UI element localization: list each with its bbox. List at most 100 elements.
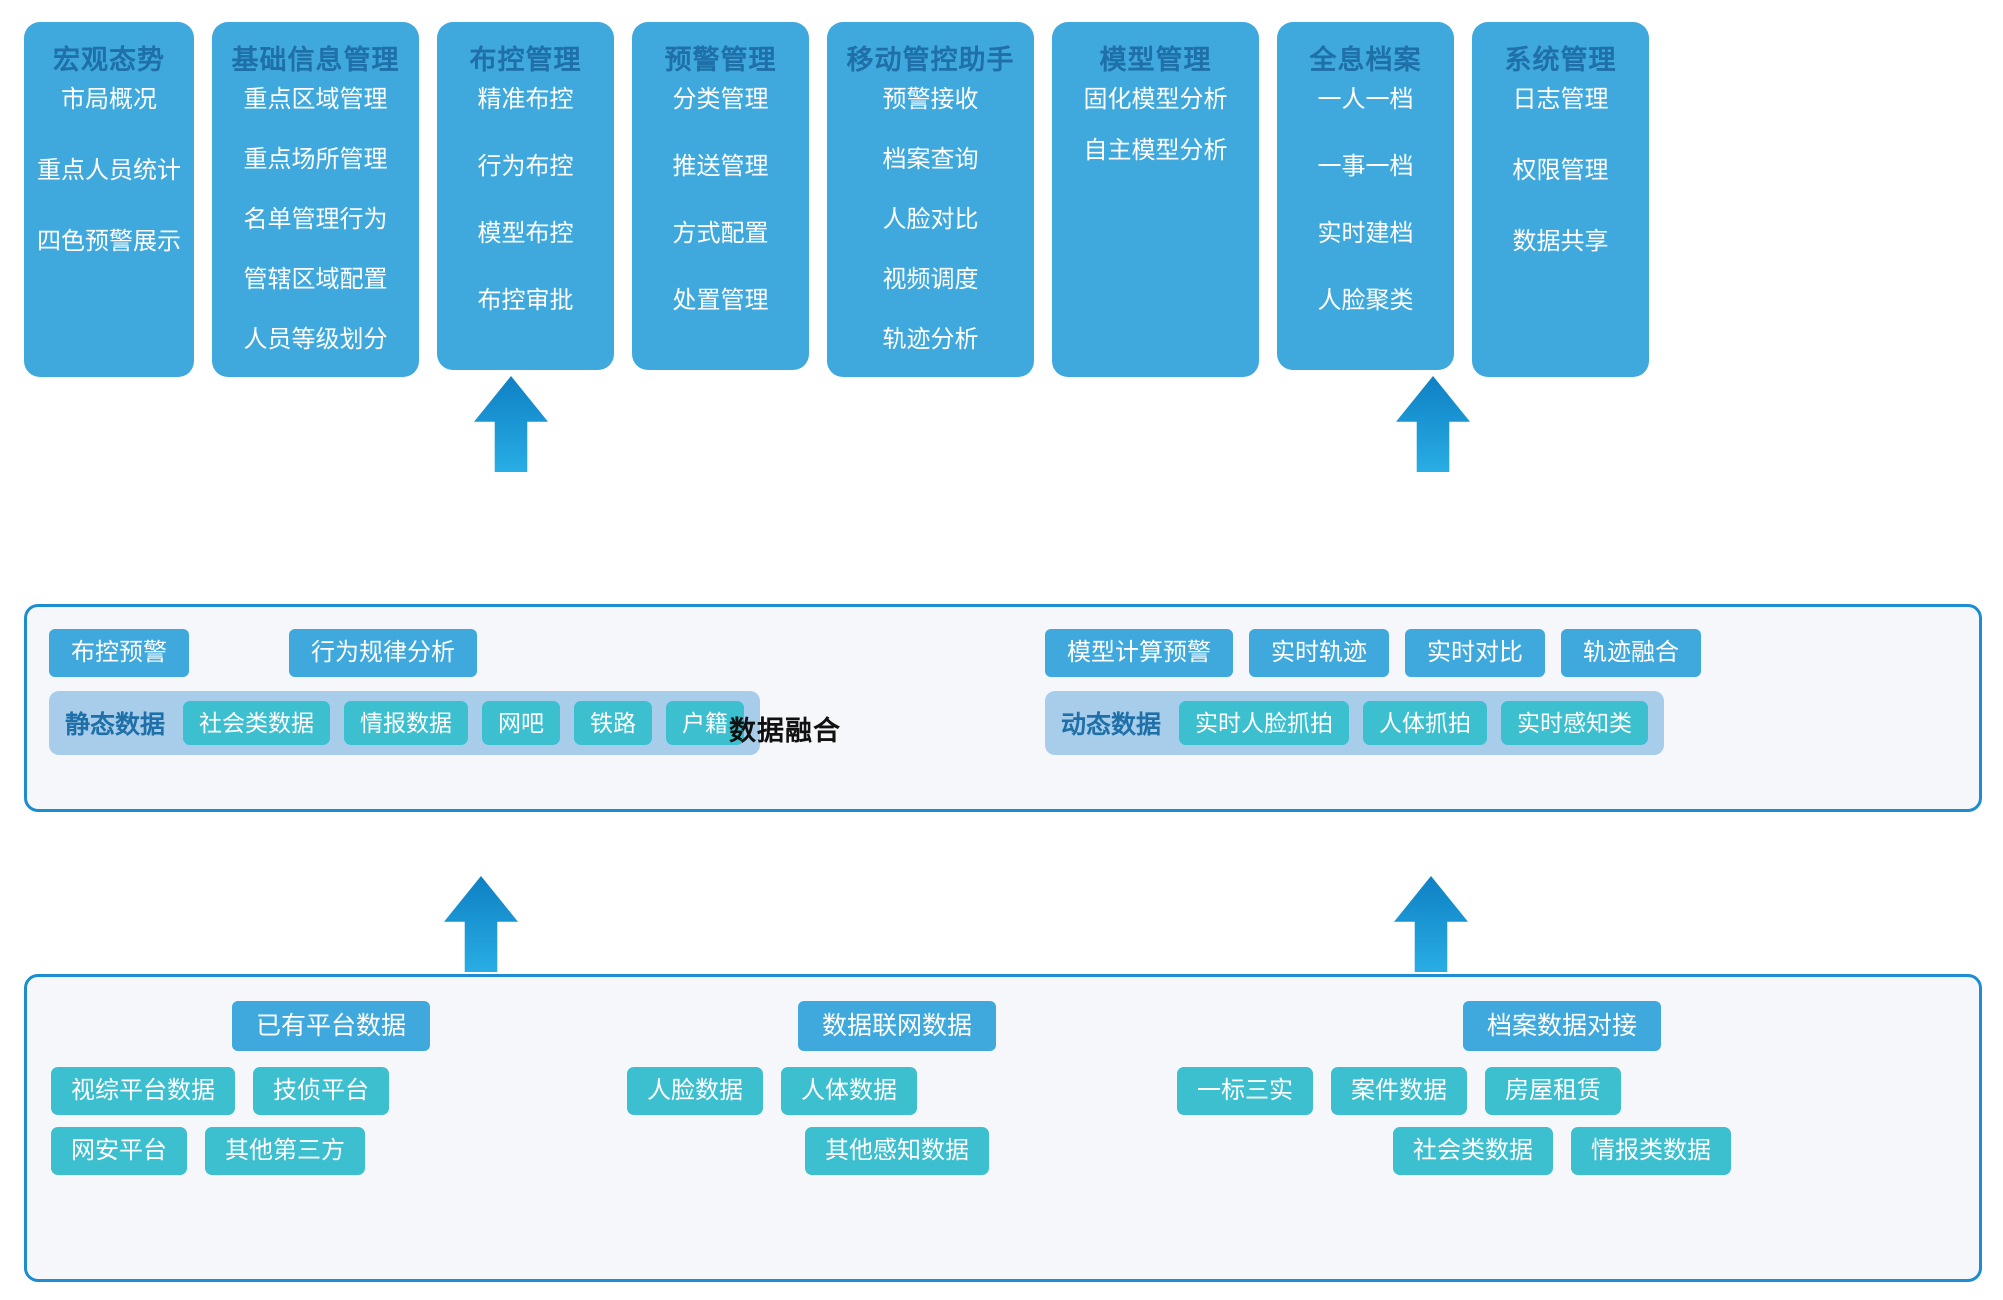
- app-menu-item[interactable]: 重点区域管理: [243, 86, 388, 114]
- source-group-header-wrap: 档案数据对接: [1177, 1001, 1947, 1051]
- app-menu-item[interactable]: 精准布控: [477, 86, 574, 114]
- arrow-up-to-fusion-right: [1394, 876, 1468, 972]
- app-column-items: 预警接收档案查询人脸对比视频调度轨迹分析: [837, 82, 1024, 359]
- arrow-shape: [1396, 376, 1470, 472]
- app-menu-item[interactable]: 自主模型分析: [1083, 137, 1228, 165]
- static-data-chip[interactable]: 网吧: [482, 701, 561, 745]
- fusion-function-chip[interactable]: 模型计算预警: [1045, 629, 1233, 677]
- app-column-items: 精准布控行为布控模型布控布控审批: [447, 82, 604, 352]
- source-chip[interactable]: 网安平台: [51, 1127, 187, 1175]
- fusion-function-chip[interactable]: 行为规律分析: [289, 629, 477, 677]
- app-column-title: 移动管控助手: [846, 45, 1015, 75]
- source-group-1: 数据联网数据人脸数据人体数据其他感知数据: [627, 1001, 1167, 1187]
- app-menu-item[interactable]: 人脸聚类: [1317, 286, 1414, 314]
- app-column-1[interactable]: 基础信息管理重点区域管理重点场所管理名单管理行为管辖区域配置人员等级划分: [212, 22, 419, 377]
- fusion-platform-panel: 布控预警行为规律分析 静态数据 社会类数据情报数据网吧铁路户籍 模型计算预警实时…: [24, 604, 1982, 812]
- source-chip[interactable]: 案件数据: [1331, 1067, 1467, 1115]
- app-column-0[interactable]: 宏观态势市局概况重点人员统计四色预警展示: [24, 22, 194, 377]
- app-menu-item[interactable]: 重点场所管理: [243, 146, 388, 174]
- fusion-function-chip[interactable]: 轨迹融合: [1561, 629, 1701, 677]
- app-menu-item[interactable]: 四色预警展示: [37, 227, 181, 255]
- app-column-title: 模型管理: [1099, 45, 1212, 75]
- app-menu-item[interactable]: 模型布控: [477, 219, 574, 247]
- app-menu-item[interactable]: 市局概况: [61, 86, 157, 114]
- app-column-title: 布控管理: [469, 45, 582, 75]
- app-column-2[interactable]: 布控管理精准布控行为布控模型布控布控审批: [437, 22, 614, 370]
- fusion-function-chip[interactable]: 布控预警: [49, 629, 189, 677]
- fusion-function-chip[interactable]: 实时对比: [1405, 629, 1545, 677]
- static-data-chip[interactable]: 户籍: [666, 701, 745, 745]
- arrow-up-to-model: [1396, 376, 1470, 472]
- dynamic-data-band: 动态数据 实时人脸抓拍人体抓拍实时感知类: [1045, 691, 1665, 755]
- dynamic-data-group: 模型计算预警实时轨迹实时对比轨迹融合 动态数据 实时人脸抓拍人体抓拍实时感知类: [1045, 607, 1945, 809]
- app-column-items: 日志管理权限管理数据共享: [1482, 82, 1639, 359]
- application-columns: 宏观态势市局概况重点人员统计四色预警展示基础信息管理重点区域管理重点场所管理名单…: [24, 22, 1984, 377]
- dynamic-function-chip-row: 模型计算预警实时轨迹实时对比轨迹融合: [1045, 629, 1945, 677]
- app-column-items: 固化模型分析自主模型分析: [1062, 82, 1249, 359]
- static-data-group: 布控预警 行为规律分析 静态数据 社会类数据情报数据网吧铁路户籍: [49, 607, 969, 809]
- app-column-title: 预警管理: [664, 45, 777, 75]
- app-menu-item[interactable]: 视频调度: [882, 266, 979, 294]
- source-chip[interactable]: 技侦平台: [253, 1067, 389, 1115]
- source-group-header[interactable]: 档案数据对接: [1462, 1001, 1661, 1051]
- app-column-items: 市局概况重点人员统计四色预警展示: [34, 82, 184, 359]
- app-menu-item[interactable]: 分类管理: [672, 86, 769, 114]
- source-chip[interactable]: 社会类数据: [1393, 1127, 1553, 1175]
- static-data-chip[interactable]: 铁路: [574, 701, 653, 745]
- source-chip[interactable]: 人体数据: [781, 1067, 917, 1115]
- app-column-items: 重点区域管理重点场所管理名单管理行为管辖区域配置人员等级划分: [222, 82, 409, 359]
- static-data-band: 静态数据 社会类数据情报数据网吧铁路户籍: [49, 691, 761, 755]
- app-menu-item[interactable]: 人脸对比: [882, 206, 979, 234]
- app-menu-item[interactable]: 方式配置: [672, 219, 769, 247]
- app-menu-item[interactable]: 处置管理: [672, 286, 769, 314]
- static-data-chip[interactable]: 情报数据: [344, 701, 469, 745]
- dynamic-data-chip[interactable]: 实时人脸抓拍: [1179, 701, 1350, 745]
- source-group-header-wrap: 已有平台数据: [51, 1001, 611, 1051]
- source-chip-row: 网安平台其他第三方: [51, 1127, 611, 1175]
- app-menu-item[interactable]: 行为布控: [477, 153, 574, 181]
- app-menu-item[interactable]: 名单管理行为: [243, 206, 388, 234]
- app-column-3[interactable]: 预警管理分类管理推送管理方式配置处置管理: [632, 22, 809, 370]
- data-source-panel: 已有平台数据视综平台数据技侦平台网安平台其他第三方数据联网数据人脸数据人体数据其…: [24, 974, 1982, 1282]
- source-chip-rows: 一标三实案件数据房屋租赁社会类数据情报类数据: [1177, 1067, 1947, 1175]
- source-group-header[interactable]: 已有平台数据: [231, 1001, 430, 1051]
- arrow-up-to-fusion-left: [444, 876, 518, 972]
- app-menu-item[interactable]: 档案查询: [882, 146, 979, 174]
- source-chip[interactable]: 其他感知数据: [805, 1127, 989, 1175]
- static-data-chip[interactable]: 社会类数据: [183, 701, 331, 745]
- app-menu-item[interactable]: 轨迹分析: [882, 326, 979, 354]
- dynamic-data-chip[interactable]: 实时感知类: [1501, 701, 1649, 745]
- app-menu-item[interactable]: 一事一档: [1317, 153, 1414, 181]
- source-group-2: 档案数据对接一标三实案件数据房屋租赁社会类数据情报类数据: [1177, 1001, 1947, 1187]
- app-menu-item[interactable]: 实时建档: [1317, 219, 1414, 247]
- fusion-function-chip[interactable]: 实时轨迹: [1249, 629, 1389, 677]
- app-menu-item[interactable]: 重点人员统计: [37, 157, 181, 185]
- app-menu-item[interactable]: 管辖区域配置: [243, 266, 388, 294]
- app-menu-item[interactable]: 日志管理: [1512, 86, 1609, 114]
- app-column-title: 宏观态势: [53, 45, 165, 75]
- app-menu-item[interactable]: 权限管理: [1512, 157, 1609, 185]
- app-menu-item[interactable]: 固化模型分析: [1083, 86, 1228, 114]
- source-group-0: 已有平台数据视综平台数据技侦平台网安平台其他第三方: [51, 1001, 611, 1187]
- source-chip[interactable]: 视综平台数据: [51, 1067, 235, 1115]
- app-menu-item[interactable]: 布控审批: [477, 286, 574, 314]
- app-menu-item[interactable]: 预警接收: [882, 86, 979, 114]
- app-menu-item[interactable]: 推送管理: [672, 153, 769, 181]
- arrow-shape: [1394, 876, 1468, 972]
- source-chip[interactable]: 房屋租赁: [1485, 1067, 1621, 1115]
- app-column-title: 全息档案: [1309, 45, 1422, 75]
- app-menu-item[interactable]: 一人一档: [1317, 86, 1414, 114]
- source-chip[interactable]: 情报类数据: [1571, 1127, 1731, 1175]
- source-chip[interactable]: 人脸数据: [627, 1067, 763, 1115]
- source-chip[interactable]: 其他第三方: [205, 1127, 365, 1175]
- app-column-4[interactable]: 移动管控助手预警接收档案查询人脸对比视频调度轨迹分析: [827, 22, 1034, 377]
- app-menu-item[interactable]: 数据共享: [1512, 227, 1609, 255]
- app-column-7[interactable]: 系统管理日志管理权限管理数据共享: [1472, 22, 1649, 377]
- source-chip-row: 一标三实案件数据房屋租赁: [1177, 1067, 1947, 1115]
- source-group-header[interactable]: 数据联网数据: [797, 1001, 996, 1051]
- app-column-6[interactable]: 全息档案一人一档一事一档实时建档人脸聚类: [1277, 22, 1454, 370]
- dynamic-data-chip[interactable]: 人体抓拍: [1363, 701, 1488, 745]
- app-menu-item[interactable]: 人员等级划分: [243, 326, 388, 354]
- source-chip[interactable]: 一标三实: [1177, 1067, 1313, 1115]
- app-column-5[interactable]: 模型管理固化模型分析自主模型分析: [1052, 22, 1259, 377]
